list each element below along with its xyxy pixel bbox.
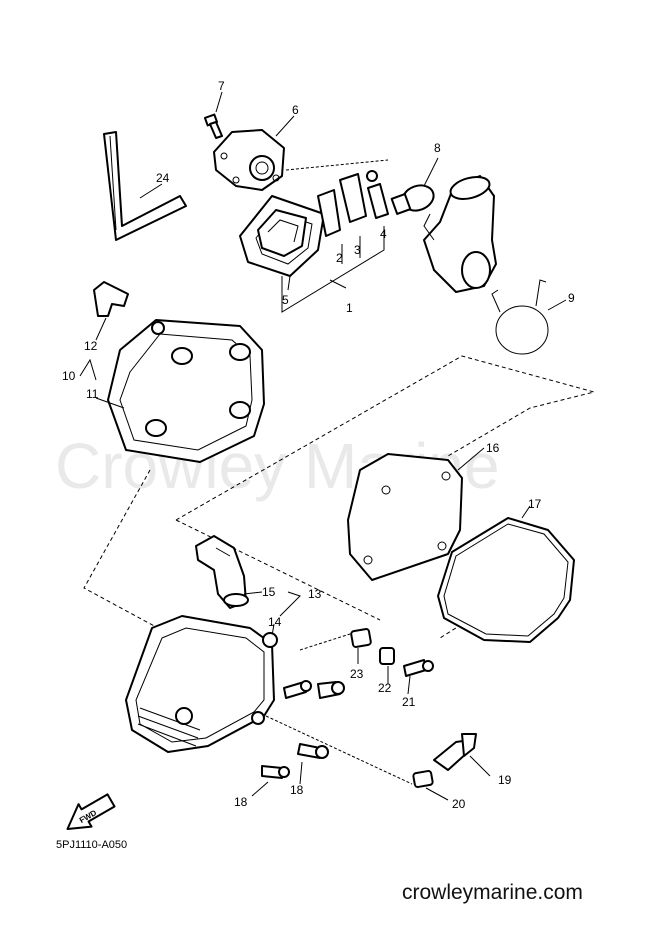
callout-18b: 18 [290,783,304,797]
part-16-filter-plate[interactable] [347,453,463,581]
part-12-elbow[interactable] [93,281,129,317]
fwd-arrow-icon: FWD [66,793,116,830]
callout-10: 10 [62,369,76,383]
lower-case [125,615,275,753]
callout-1: 1 [346,301,353,315]
callout-24: 24 [156,171,170,185]
part-22-spacer[interactable] [379,647,395,665]
part-23-nut[interactable] [350,628,372,648]
callout-16: 16 [486,441,500,455]
footer-url[interactable]: crowleymarine.com [402,881,583,904]
part-2-stopper[interactable] [317,189,341,237]
callout-21: 21 [402,695,416,709]
part-6-intake-body[interactable] [213,129,285,191]
part-18-screw-a[interactable] [261,765,290,779]
callout-4: 4 [380,227,387,241]
callout-11: 11 [86,387,99,401]
callout-2: 2 [336,251,343,265]
part-14-grommet[interactable] [262,632,278,648]
part-1-reed-block[interactable] [257,209,307,257]
part-17-seal[interactable] [437,517,575,643]
callout-19: 19 [498,773,512,787]
part-3-reed-plate[interactable] [339,173,367,223]
part-7-bolt[interactable] [203,113,223,139]
part-9-wire-clip[interactable] [491,279,549,355]
callout-12: 12 [84,339,98,353]
callout-3: 3 [354,243,361,257]
part-24-hose[interactable] [103,131,187,241]
callout-6: 6 [292,103,299,117]
part-15-joint[interactable] [195,535,249,609]
callout-22: 22 [378,681,392,695]
callout-15: 15 [262,585,276,599]
callout-5: 5 [282,293,289,307]
callout-14: 14 [268,615,282,629]
part-19-drain-tube[interactable] [433,733,477,771]
callout-7: 7 [218,79,225,93]
case-screw-upper-right[interactable] [317,681,345,699]
callout-20: 20 [452,797,466,811]
part-21-screw[interactable] [403,659,434,677]
part-4-screw[interactable] [366,170,389,219]
part-11-case-cover[interactable] [107,319,265,463]
callout-17: 17 [528,497,542,511]
callout-13: 13 [308,587,322,601]
case-screw-upper-left[interactable] [283,680,312,699]
part-8-clamp[interactable] [390,181,437,215]
part-18-screw-b[interactable] [297,743,329,759]
callout-9: 9 [568,291,575,305]
callout-8: 8 [434,141,441,155]
intake-elbow [423,175,497,293]
diagram-code: 5PJ1110-A050 [56,839,127,851]
part-20-fitting[interactable] [412,770,434,788]
callout-18a: 18 [234,795,248,809]
callout-23: 23 [350,667,364,681]
